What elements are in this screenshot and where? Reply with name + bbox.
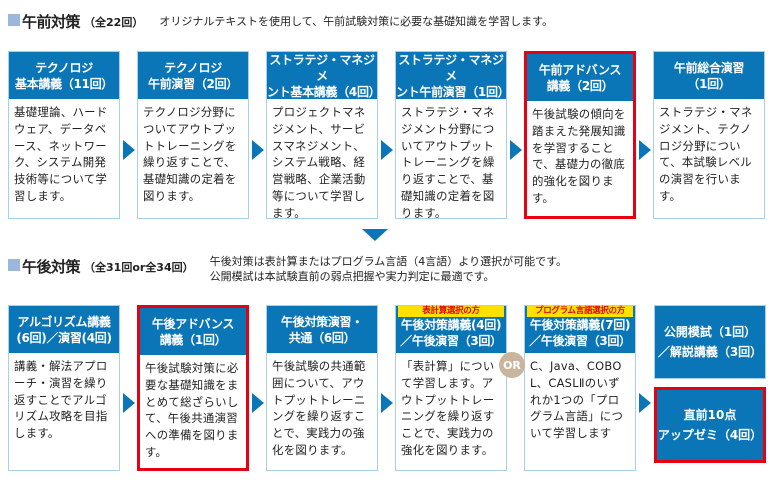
- square-icon: [8, 14, 20, 26]
- course-header: 午前アドバンス講義（2回）: [527, 54, 633, 101]
- course-title: ストラテジ・マネジメ: [398, 52, 504, 83]
- right-arrow-icon: [510, 140, 522, 160]
- course-description: 講義・解法アプローチ・演習を繰り返すことでアルゴリズム攻略を目指します。: [14, 359, 108, 441]
- right-arrow-icon: [639, 393, 651, 413]
- course-subtitle: 講義（1回）: [159, 332, 227, 347]
- am-course-box: ストラテジ・マネジメント午前演習（1回） ストラテジ・マネジメント分野についてアウ…: [395, 51, 510, 220]
- course-description: ストラテジ・マネジメント、テクノロジ分野について、本試験レベルの演習を行います。: [659, 105, 753, 203]
- course-header: プログラム言語選択の方午後対策講義(7回) ／午後演習（3回）: [525, 306, 635, 353]
- course-header: 表計算選択の方午後対策講義(4回) ／午後演習（3回）: [396, 306, 506, 353]
- course-description: 午後試験対策に必要な基礎知識をまとめて総ざらいして、午後共通演習への準備を図りま…: [145, 361, 239, 459]
- course-description: C、Java、COBOL、CASLⅡのいずれか1つの「プログラム言語」について学…: [530, 359, 624, 441]
- course-title: 午後対策講義(4回): [400, 318, 502, 332]
- pm-section-header: 午後対策 （全31回or全34回） 午後対策は表計算またはプログラム言語（4言語…: [8, 255, 567, 284]
- course-title: ストラテジ・マネジメ: [269, 52, 375, 83]
- course-subtitle: （1回）: [687, 76, 731, 91]
- course-subtitle: ント午前演習（1回）: [396, 84, 510, 99]
- right-arrow-icon: [381, 393, 393, 413]
- right-arrow-icon: [252, 393, 264, 413]
- pm-title: 午後対策: [22, 258, 81, 276]
- course-subtitle: 講義（2回）: [546, 78, 614, 93]
- right-arrow-icon: [123, 393, 135, 413]
- am-section-header: 午前対策 （全22回） オリジナルテキストを使用して、午前試験対策に必要な基礎知…: [8, 11, 553, 32]
- course-header: ストラテジ・マネジメント午前演習（1回）: [396, 52, 510, 99]
- selection-tag: 表計算選択の方: [398, 306, 504, 317]
- square-icon: [8, 259, 20, 271]
- course-title: 午後対策演習・: [281, 314, 363, 329]
- or-badge: OR: [499, 352, 525, 378]
- right-arrow-icon: [252, 140, 264, 160]
- course-header: アルゴリズム講義(6回)／演習(4回): [9, 306, 119, 353]
- pm-count: （全31回or全34回）: [84, 261, 194, 274]
- course-header: ストラテジ・マネジメント基本講義（4回）: [267, 52, 381, 99]
- course-title: テクノロジ: [35, 60, 93, 75]
- course-header: 午前総合演習（1回）: [654, 52, 764, 99]
- pm-course-box: アルゴリズム講義(6回)／演習(4回) 講義・解法アプローチ・演習を繰り返すことで…: [8, 305, 120, 471]
- course-description: 午後試験の傾向を踏まえた発展知識を学習することで、基礎力の徹底的強化を図ります。: [532, 107, 626, 205]
- course-description: 午後試験の共通範囲について、アウトプットトレーニングを繰り返すことで、実践力の強…: [272, 359, 366, 457]
- am-course-box: 午前アドバンス講義（2回） 午後試験の傾向を踏まえた発展知識を学習することで、基礎…: [524, 51, 636, 219]
- am-course-box: 午前総合演習（1回） ストラテジ・マネジメント、テクノロジ分野について、本試験レベ…: [653, 51, 765, 219]
- course-title: 午前総合演習: [673, 60, 745, 75]
- selection-tag: プログラム言語選択の方: [527, 306, 633, 317]
- course-description: ストラテジ・マネジメント分野についてアウトプットトレーニングを繰り返すことで、基…: [401, 105, 495, 220]
- course-description: 基礎理論、ハードウェア、データベース、ネットワーク、システム開発技術等について学…: [14, 105, 108, 203]
- course-subtitle: ／午後演習（3回）: [529, 334, 631, 348]
- course-subtitle: 午前演習（2回）: [148, 76, 238, 91]
- mock-title: 公開模試（1回）: [663, 325, 757, 339]
- course-title: 午前アドバンス: [538, 62, 622, 77]
- course-title: テクノロジ: [164, 60, 222, 75]
- course-description: テクノロジ分野についてアウトプットトレーニングを繰り返すことで、基礎知識の定着を…: [143, 105, 237, 203]
- zemi-title: 直前10点: [683, 408, 737, 422]
- am-course-box: テクノロジ午前演習（2回） テクノロジ分野についてアウトプットトレーニングを繰り返…: [137, 51, 249, 219]
- am-count: （全22回）: [84, 16, 144, 29]
- pm-course-box: 午後アドバンス講義（1回） 午後試験対策に必要な基礎知識をまとめて総ざらいして、午…: [137, 305, 249, 471]
- course-header: 午後対策演習・共通（6回）: [267, 306, 377, 353]
- mock-exam-box: 公開模試（1回） ／解説講義（3回）: [654, 305, 766, 379]
- zemi-subtitle: アップゼミ（4回）: [657, 428, 763, 442]
- course-subtitle: ント基本講義（4回）: [267, 84, 381, 99]
- course-header: テクノロジ基本講義（11回）: [9, 52, 119, 99]
- course-title: 午後アドバンス: [151, 316, 235, 331]
- course-subtitle: (6回)／演習(4回): [16, 330, 112, 345]
- mock-subtitle: ／解説講義（3回）: [657, 345, 763, 359]
- pm-course-box: 午後対策演習・共通（6回） 午後試験の共通範囲について、アウトプットトレーニングを…: [266, 305, 378, 471]
- zemi-box: 直前10点 アップゼミ（4回）: [654, 387, 766, 463]
- pm-desc-2: 公開模試は本試験直前の弱点把握や実力判定に最適です。: [209, 270, 495, 283]
- am-desc: オリジナルテキストを使用して、午前試験対策に必要な基礎知識を学習します。: [159, 15, 554, 28]
- am-title: 午前対策: [22, 13, 81, 31]
- right-arrow-icon: [639, 140, 651, 160]
- right-arrow-icon: [381, 140, 393, 160]
- right-arrow-icon: [123, 140, 135, 160]
- course-title: 午後対策講義(7回): [529, 318, 631, 332]
- down-arrow-icon: [362, 229, 388, 241]
- course-subtitle: 基本講義（11回）: [15, 76, 113, 91]
- am-course-box: テクノロジ基本講義（11回） 基礎理論、ハードウェア、データベース、ネットワーク、…: [8, 51, 120, 219]
- course-subtitle: ／午後演習（3回）: [400, 334, 502, 348]
- course-description: プロジェクトマネジメント、サービスマネジメント、システム戦略、経営戦略、企業活動…: [272, 105, 366, 220]
- pm-desc-1: 午後対策は表計算またはプログラム言語（4言語）より選択が可能です。: [209, 255, 567, 268]
- pm-course-box: 表計算選択の方午後対策講義(4回) ／午後演習（3回） 「表計算」について学習します…: [395, 305, 507, 471]
- course-header: テクノロジ午前演習（2回）: [138, 52, 248, 99]
- pm-course-box: プログラム言語選択の方午後対策講義(7回) ／午後演習（3回） C、Java、COB…: [524, 305, 636, 471]
- course-header: 午後アドバンス講義（1回）: [140, 308, 246, 355]
- course-subtitle: 共通（6回）: [288, 330, 356, 345]
- am-course-box: ストラテジ・マネジメント基本講義（4回） プロジェクトマネジメント、サービスマネジ…: [266, 51, 381, 220]
- course-description: 「表計算」について学習します。アウトプットトレーニングを繰り返すことで、実践力の…: [401, 359, 495, 457]
- course-title: アルゴリズム講義: [17, 314, 111, 329]
